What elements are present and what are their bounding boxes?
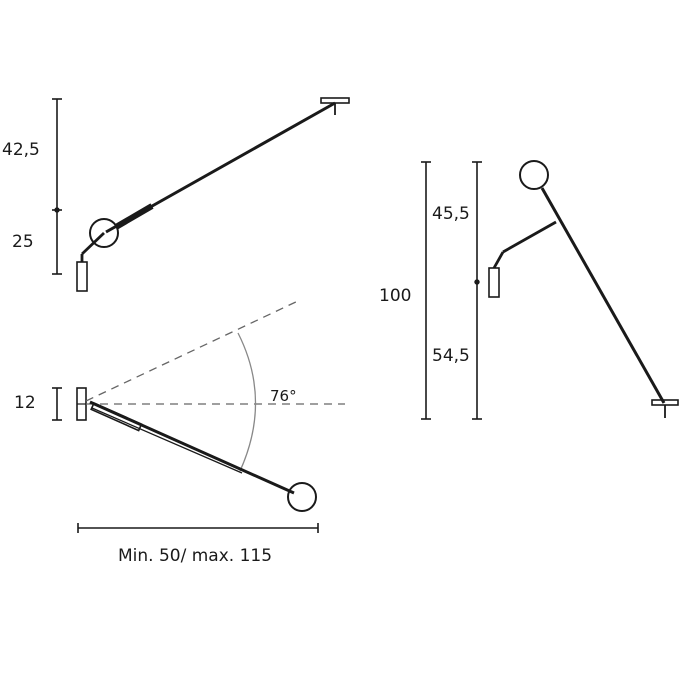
dimension-label-total: 100 (379, 286, 412, 306)
ceiling-mount (651, 399, 679, 406)
wall-mount (76, 261, 88, 292)
arm-sleeve (90, 401, 143, 432)
spring-coil (114, 203, 154, 230)
lamp-connector (502, 220, 557, 254)
dimension-label-upper-front: 45,5 (432, 204, 470, 224)
side-elevation (52, 97, 350, 292)
lamp-shade (519, 160, 549, 190)
dimension-label-depth: 12 (14, 393, 36, 413)
ceiling-mount (320, 97, 350, 104)
wall-mount (488, 267, 500, 298)
lamp-connector (81, 231, 105, 256)
lamp-shade (287, 482, 317, 512)
dimension-label-upper: 42,5 (2, 140, 40, 160)
plan-view (52, 299, 345, 533)
front-elevation (421, 160, 679, 420)
dimension-node (474, 279, 480, 285)
upper-swing-limit-dashed (85, 299, 301, 402)
lamp-shade (89, 218, 119, 248)
dimension-label-lower-front: 54,5 (432, 346, 470, 366)
lamp-arm (540, 187, 666, 404)
swing-angle-arc (237, 332, 257, 472)
dimension-label-lower: 25 (12, 232, 34, 252)
telescopic-arm-outer (91, 407, 243, 474)
angle-label: 76° (270, 387, 297, 405)
width-range-label: Min. 50/ max. 115 (118, 546, 273, 566)
lamp-connector (492, 251, 505, 269)
dimension-node (54, 207, 60, 213)
